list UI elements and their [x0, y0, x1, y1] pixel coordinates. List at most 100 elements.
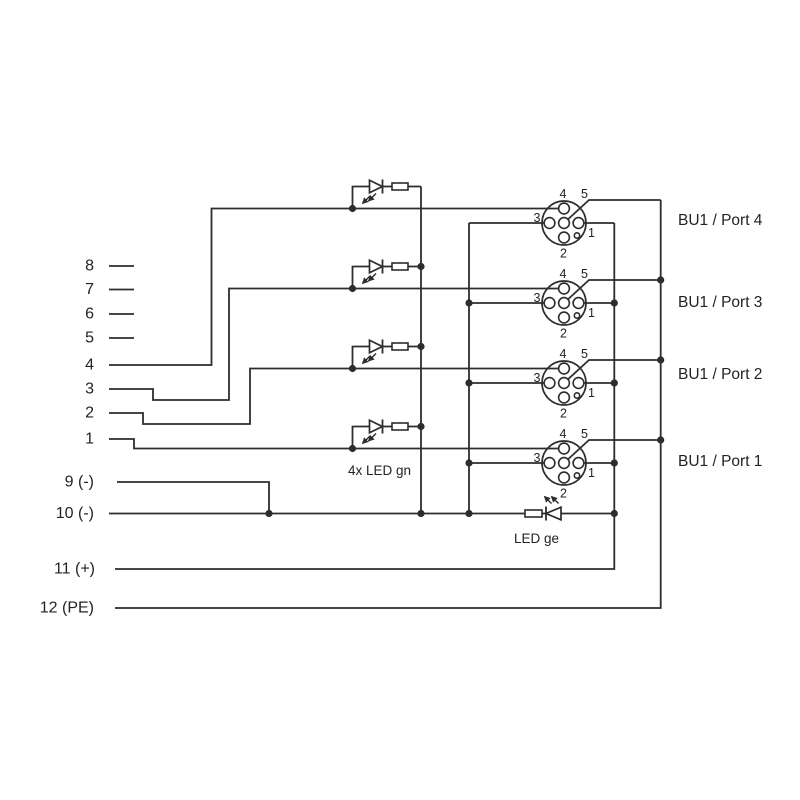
pin-2-circle	[557, 391, 571, 404]
pin-label-5: 5	[581, 347, 588, 361]
junction-dot	[610, 459, 618, 467]
terminal-label-5: 5	[85, 330, 94, 347]
terminal-label-7: 7	[85, 281, 94, 298]
led-emission-arrow	[367, 193, 377, 202]
junction-dot	[348, 204, 357, 213]
pin-3-circle	[543, 376, 556, 390]
led-yellow-branch	[524, 495, 615, 522]
junction-dot	[417, 342, 425, 351]
pin-5-circle	[557, 456, 571, 470]
terminal-12-pe-rail	[115, 200, 662, 609]
pin-4-circle	[557, 442, 571, 455]
led-emission-arrow	[361, 195, 371, 205]
connector-body	[541, 440, 587, 486]
resistor	[524, 509, 543, 518]
terminal-1-wire-to-port1	[109, 438, 559, 450]
pin-label-5: 5	[581, 427, 588, 441]
junction-dot	[610, 509, 618, 518]
port-2-connector: 4 5 3 1 2	[469, 347, 661, 421]
led-emission-arrow	[543, 495, 552, 504]
led-leg-wire	[351, 425, 370, 449]
port-label-bu1-port-2: BU1 / Port 2	[678, 366, 762, 383]
led-diode-triangle	[368, 338, 385, 355]
terminal-label-11-plus: 11 (+)	[54, 561, 95, 578]
pin-label-4: 4	[560, 187, 567, 201]
pin5-wire	[563, 359, 661, 384]
pin-5-circle	[557, 376, 571, 390]
connector-body	[541, 360, 587, 406]
junction-dot	[657, 276, 665, 284]
terminal-label-3: 3	[85, 381, 94, 398]
pin-5-circle	[557, 216, 571, 230]
junction-dot	[417, 509, 425, 518]
terminal-labels: 8 7 6 5 4 3 2 1 9 (-) 10 (-) 11 (+) 12 (…	[40, 258, 95, 617]
terminal-9-minus-wire	[117, 481, 270, 514]
junction-dot	[610, 299, 618, 307]
pin-label-1: 1	[588, 466, 595, 480]
pin-label-3: 3	[534, 211, 541, 225]
port-3-connector: 4 5 3 1 2	[469, 267, 661, 341]
connector-body	[541, 280, 587, 326]
pin-label-3: 3	[534, 451, 541, 465]
led-green-branch-2	[351, 258, 421, 289]
pin5-wire	[563, 439, 661, 464]
led-leg-wire	[351, 345, 370, 369]
pin-label-4: 4	[560, 347, 567, 361]
junction-dot	[610, 379, 618, 387]
pin-label-1: 1	[588, 226, 595, 240]
pin-label-4: 4	[560, 427, 567, 441]
led-leg-wire	[351, 265, 370, 289]
coding-hole	[573, 232, 581, 240]
led-diode-triangle	[543, 505, 562, 522]
led-emission-arrow	[550, 495, 559, 504]
pin-2-circle	[557, 231, 571, 244]
led-emission-arrow	[367, 273, 377, 282]
pin-3-circle	[543, 296, 556, 310]
pin-3-circle	[543, 216, 556, 230]
terminal-11-plus-rail	[115, 223, 616, 570]
terminal-label-12-pe: 12 (PE)	[40, 600, 94, 617]
junction-dot	[348, 364, 357, 373]
terminal-label-6: 6	[85, 306, 94, 323]
terminal-label-8: 8	[85, 258, 94, 275]
pin-label-2: 2	[560, 407, 567, 421]
pin-label-2: 2	[560, 247, 567, 261]
junction-dot	[657, 356, 665, 364]
pin-4-circle	[557, 362, 571, 375]
terminal-label-2: 2	[85, 405, 94, 422]
pin5-wire	[563, 199, 661, 224]
coding-hole	[573, 312, 581, 320]
port-labels: BU1 / Port 4 BU1 / Port 3 BU1 / Port 2 B…	[678, 212, 763, 470]
pin-5-circle	[557, 296, 571, 310]
terminal-label-4: 4	[85, 357, 94, 374]
pin-label-2: 2	[560, 327, 567, 341]
terminal-3-wire-to-port3	[109, 287, 559, 401]
pin-label-1: 1	[588, 306, 595, 320]
pin-label-4: 4	[560, 267, 567, 281]
junction-dot	[465, 379, 473, 387]
pin-label-2: 2	[560, 487, 567, 501]
junction-dots	[265, 204, 665, 518]
led-diode-triangle	[368, 258, 385, 275]
led-yellow-caption: LED ge	[514, 531, 559, 546]
pin-3-circle	[543, 456, 556, 470]
led-emission-arrow	[361, 275, 371, 285]
coding-hole	[573, 472, 581, 480]
pin-1-circle	[572, 376, 585, 390]
led-green-branch-1	[351, 178, 421, 209]
led-emission-arrow	[361, 435, 371, 445]
led-diode-triangle	[368, 178, 385, 195]
connector-body	[541, 200, 587, 246]
port-label-bu1-port-3: BU1 / Port 3	[678, 294, 762, 311]
led-emission-arrow	[367, 433, 377, 442]
junction-dot	[348, 284, 357, 293]
pin-4-circle	[557, 282, 571, 295]
pin-1-circle	[572, 456, 585, 470]
led-diode-triangle	[368, 418, 385, 435]
pin-label-3: 3	[534, 291, 541, 305]
port-1-connector: 4 5 3 1 2	[469, 427, 661, 501]
terminal-2-wire-to-port2	[109, 367, 559, 425]
junction-dot	[657, 436, 665, 444]
